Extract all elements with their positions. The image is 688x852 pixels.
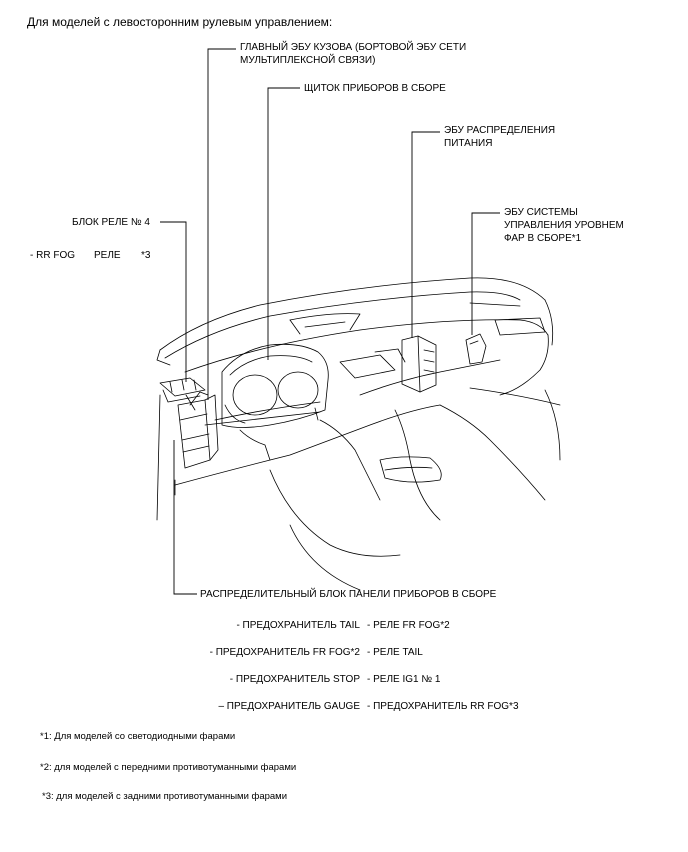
label-combination-meter: ЩИТОК ПРИБОРОВ В СБОРЕ (304, 83, 446, 94)
label-main-body-ecu-line2: МУЛЬТИПЛЕКСНОЙ СВЯЗИ) (240, 55, 376, 66)
label-leveling-ecu-line1: ЭБУ СИСТЕМЫ (504, 207, 578, 218)
leveling-ecu (465, 333, 487, 365)
footnote-3: *3: для моделей с задними противотуманны… (42, 791, 288, 802)
jb-leader-line (156, 394, 161, 521)
page-title: Для моделей с левосторонним рулевым упра… (27, 15, 333, 29)
label-leveling-ecu-line2: УПРАВЛЕНИЯ УРОВНЕМ (504, 220, 624, 231)
label-relay-block: БЛОК РЕЛЕ № 4 (72, 217, 150, 228)
relay-item-rr-fog: - RR FOG (30, 250, 75, 261)
label-main-body-ecu-line1: ГЛАВНЫЙ ЭБУ КУЗОВА (БОРТОВОЙ ЭБУ СЕТИ (240, 42, 467, 53)
lower-bin (379, 456, 442, 483)
footnote-2: *2: для моделей с передними противотуман… (40, 762, 297, 773)
jb-item-right-3: - РЕЛЕ IG1 № 1 (367, 674, 441, 685)
label-instrument-panel-jb: РАСПРЕДЕЛИТЕЛЬНЫЙ БЛОК ПАНЕЛИ ПРИБОРОВ В… (200, 589, 497, 600)
jb-item-left-4: – ПРЕДОХРАНИТЕЛЬ GAUGE (218, 701, 360, 712)
dash-top (184, 319, 549, 373)
jb-item-right-4: - ПРЕДОХРАНИТЕЛЬ RR FOG*3 (367, 701, 519, 712)
label-power-dist-ecu-line1: ЭБУ РАСПРЕДЕЛЕНИЯ (444, 125, 556, 136)
instrument-panel-jb (177, 399, 211, 469)
jb-item-right-2: - РЕЛЕ TAIL (367, 647, 423, 658)
jb-item-right-1: - РЕЛЕ FR FOG*2 (367, 620, 450, 631)
relay-block-4 (159, 377, 206, 397)
relay-item-relay: РЕЛЕ (94, 250, 121, 261)
windshield-edge (159, 277, 546, 351)
center-vent (339, 354, 396, 379)
jb-item-left-3: - ПРЕДОХРАНИТЕЛЬ STOP (229, 674, 360, 685)
jb-item-left-2: - ПРЕДОХРАНИТЕЛЬ FR FOG*2 (209, 647, 360, 658)
label-leveling-ecu-line3: ФАР В СБОРЕ*1 (504, 233, 582, 244)
relay-item-note: *3 (141, 250, 151, 261)
combination-meter-housing (221, 343, 329, 428)
footnote-1: *1: Для моделей со светодиодными фарами (40, 731, 236, 742)
jb-item-left-1: - ПРЕДОХРАНИТЕЛЬ TAIL (236, 620, 360, 631)
label-power-dist-ecu-line2: ПИТАНИЯ (444, 138, 493, 149)
right-vent (494, 317, 546, 336)
